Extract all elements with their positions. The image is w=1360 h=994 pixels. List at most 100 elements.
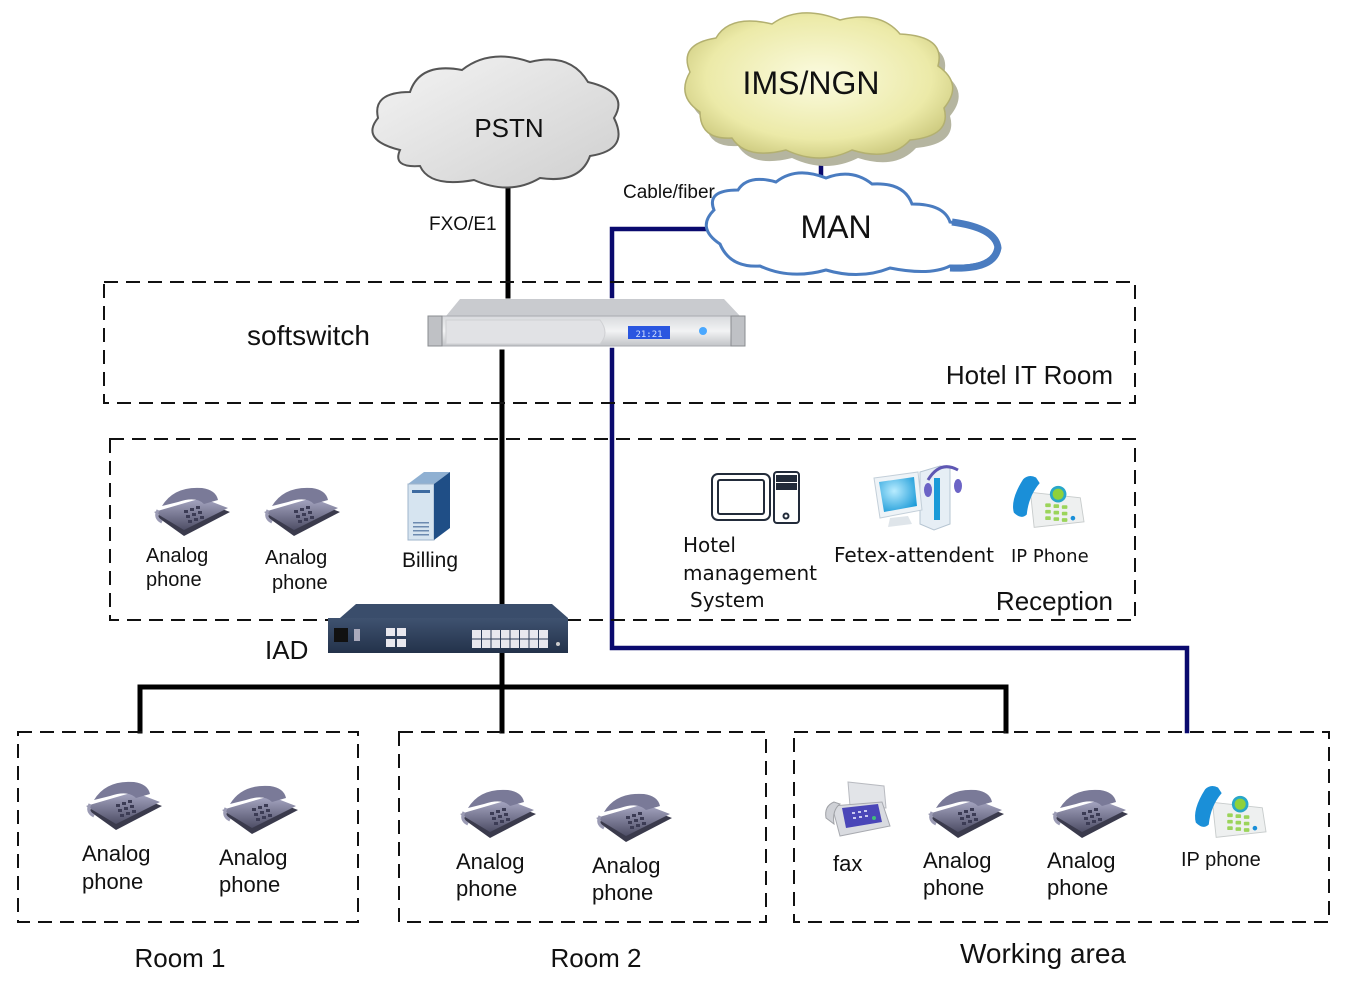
device-label: Fetex-attendent [834,543,994,567]
device-label: management [683,561,817,585]
iad-device[interactable] [328,604,568,653]
analog-phone-icon [926,788,1006,840]
working-ip-phone[interactable]: IP phone [1181,785,1267,871]
office-reception-border [109,438,1136,621]
device-label: fax [833,851,862,876]
reception-label: Reception [996,586,1113,616]
room2-zone: Analog phone Analog phone [398,731,767,923]
man-cloud-shape [704,171,998,277]
device-label: phone [1047,875,1108,900]
billing-server[interactable]: Billing [402,472,458,572]
working-area-label: Working area [960,938,1126,969]
working-area-border [793,731,1330,923]
room1-analog-phone-1[interactable]: Analog phone [82,780,164,894]
device-label: Analog [146,545,208,567]
softswitch-power-led [699,327,707,335]
server-icon [407,472,450,541]
fetex-attendant[interactable]: Fetex-attendent [834,465,994,567]
iad-switch [354,629,360,641]
office-reception-zone: Analog phone Analog phone Billing [109,438,1136,621]
device-label: phone [923,875,984,900]
softswitch-ear-left [427,315,443,347]
softswitch-lcd [628,326,670,339]
softswitch-label: softswitch [247,320,370,351]
device-label: IP Phone [1011,546,1089,567]
office-analog-phone-2[interactable]: Analog phone [262,486,342,594]
device-label: System [690,588,765,612]
softswitch-ear-right [730,315,746,347]
ip-phone-icon [1194,785,1267,838]
pstn-label: PSTN [474,113,543,143]
ip-phone-icon [1012,475,1085,528]
device-label: phone [592,880,653,905]
iad-distribution-bus [137,684,1009,734]
device-label: phone [272,572,328,594]
pstn-cloud-shape [371,55,620,189]
analog-phone-icon [458,788,538,840]
ims-cloud-shape [684,12,954,159]
desktop-computer-icon [711,471,800,524]
room2-label: Room 2 [550,943,641,973]
softswitch-ip-link [609,347,1190,734]
reception-ip-phone[interactable]: IP Phone [1011,475,1089,567]
analog-phone-icon [1050,788,1130,840]
wires [137,137,1190,734]
analog-phone-icon [594,792,674,844]
iad-label: IAD [265,635,308,665]
attendant-console-icon [873,465,962,531]
softswitch-top [446,299,740,316]
device-label: Analog [82,841,151,866]
working-area-zone: fax Analog phone Analog phone IP phone [793,731,1330,923]
ims-cloud: IMS/NGN [684,12,959,167]
man-softswitch-link [609,226,709,299]
device-label: Analog [923,848,992,873]
device-label: phone [219,872,280,897]
man-cloud-rim [949,218,1002,272]
office-analog-phone-1[interactable]: Analog phone [146,486,232,591]
iad-top [340,604,568,618]
room1-analog-phone-2[interactable]: Analog phone [219,784,300,897]
room1-border [17,731,359,923]
device-label: phone [456,876,517,901]
room2-border [398,731,767,923]
hotel-management-system[interactable]: Hotel management System [683,471,817,612]
room2-analog-phone-1[interactable]: Analog phone [456,788,538,901]
device-label: Analog [456,849,525,874]
softswitch-bezel [445,319,606,345]
man-cloud: MAN [704,171,1002,277]
billing-label: Billing [402,549,458,572]
fax-icon [825,781,891,837]
iad-led [556,642,560,646]
device-label: Analog [219,845,288,870]
working-fax[interactable]: fax [825,781,891,876]
iad-uplink-ports [386,628,406,647]
hotel-it-room-label: Hotel IT Room [946,360,1113,390]
softswitch-device[interactable]: 21:21 [427,299,746,347]
room1-label: Room 1 [134,943,225,973]
analog-phone-icon [152,486,232,538]
device-label: Hotel [683,533,736,557]
analog-phone-icon [220,784,300,836]
room1-zone: Analog phone Analog phone [17,731,359,923]
pstn-cloud: PSTN [371,55,620,189]
man-label: MAN [800,209,871,245]
iad-port-dividers [472,630,548,648]
cable-fiber-label: Cable/fiber [623,182,716,203]
hotel-it-room-border [103,281,1136,404]
working-analog-phone-1[interactable]: Analog phone [923,788,1006,900]
device-label: Analog [1047,848,1116,873]
working-analog-phone-2[interactable]: Analog phone [1047,788,1130,900]
device-label: Analog [592,853,661,878]
room2-analog-phone-2[interactable]: Analog phone [592,792,674,905]
ims-label: IMS/NGN [743,65,880,101]
analog-phone-icon [84,780,164,832]
analog-phone-icon [262,486,342,538]
fxo-e1-label: FXO/E1 [429,214,497,235]
device-label: phone [146,569,202,591]
hotel-it-room-zone: softswitch Hotel IT Room 21:21 [103,281,1136,404]
softswitch-lcd-text: 21:21 [635,330,662,340]
iad-power-socket [334,628,348,642]
device-label: Analog [265,547,327,569]
device-label: phone [82,869,143,894]
device-label: IP phone [1181,849,1261,871]
